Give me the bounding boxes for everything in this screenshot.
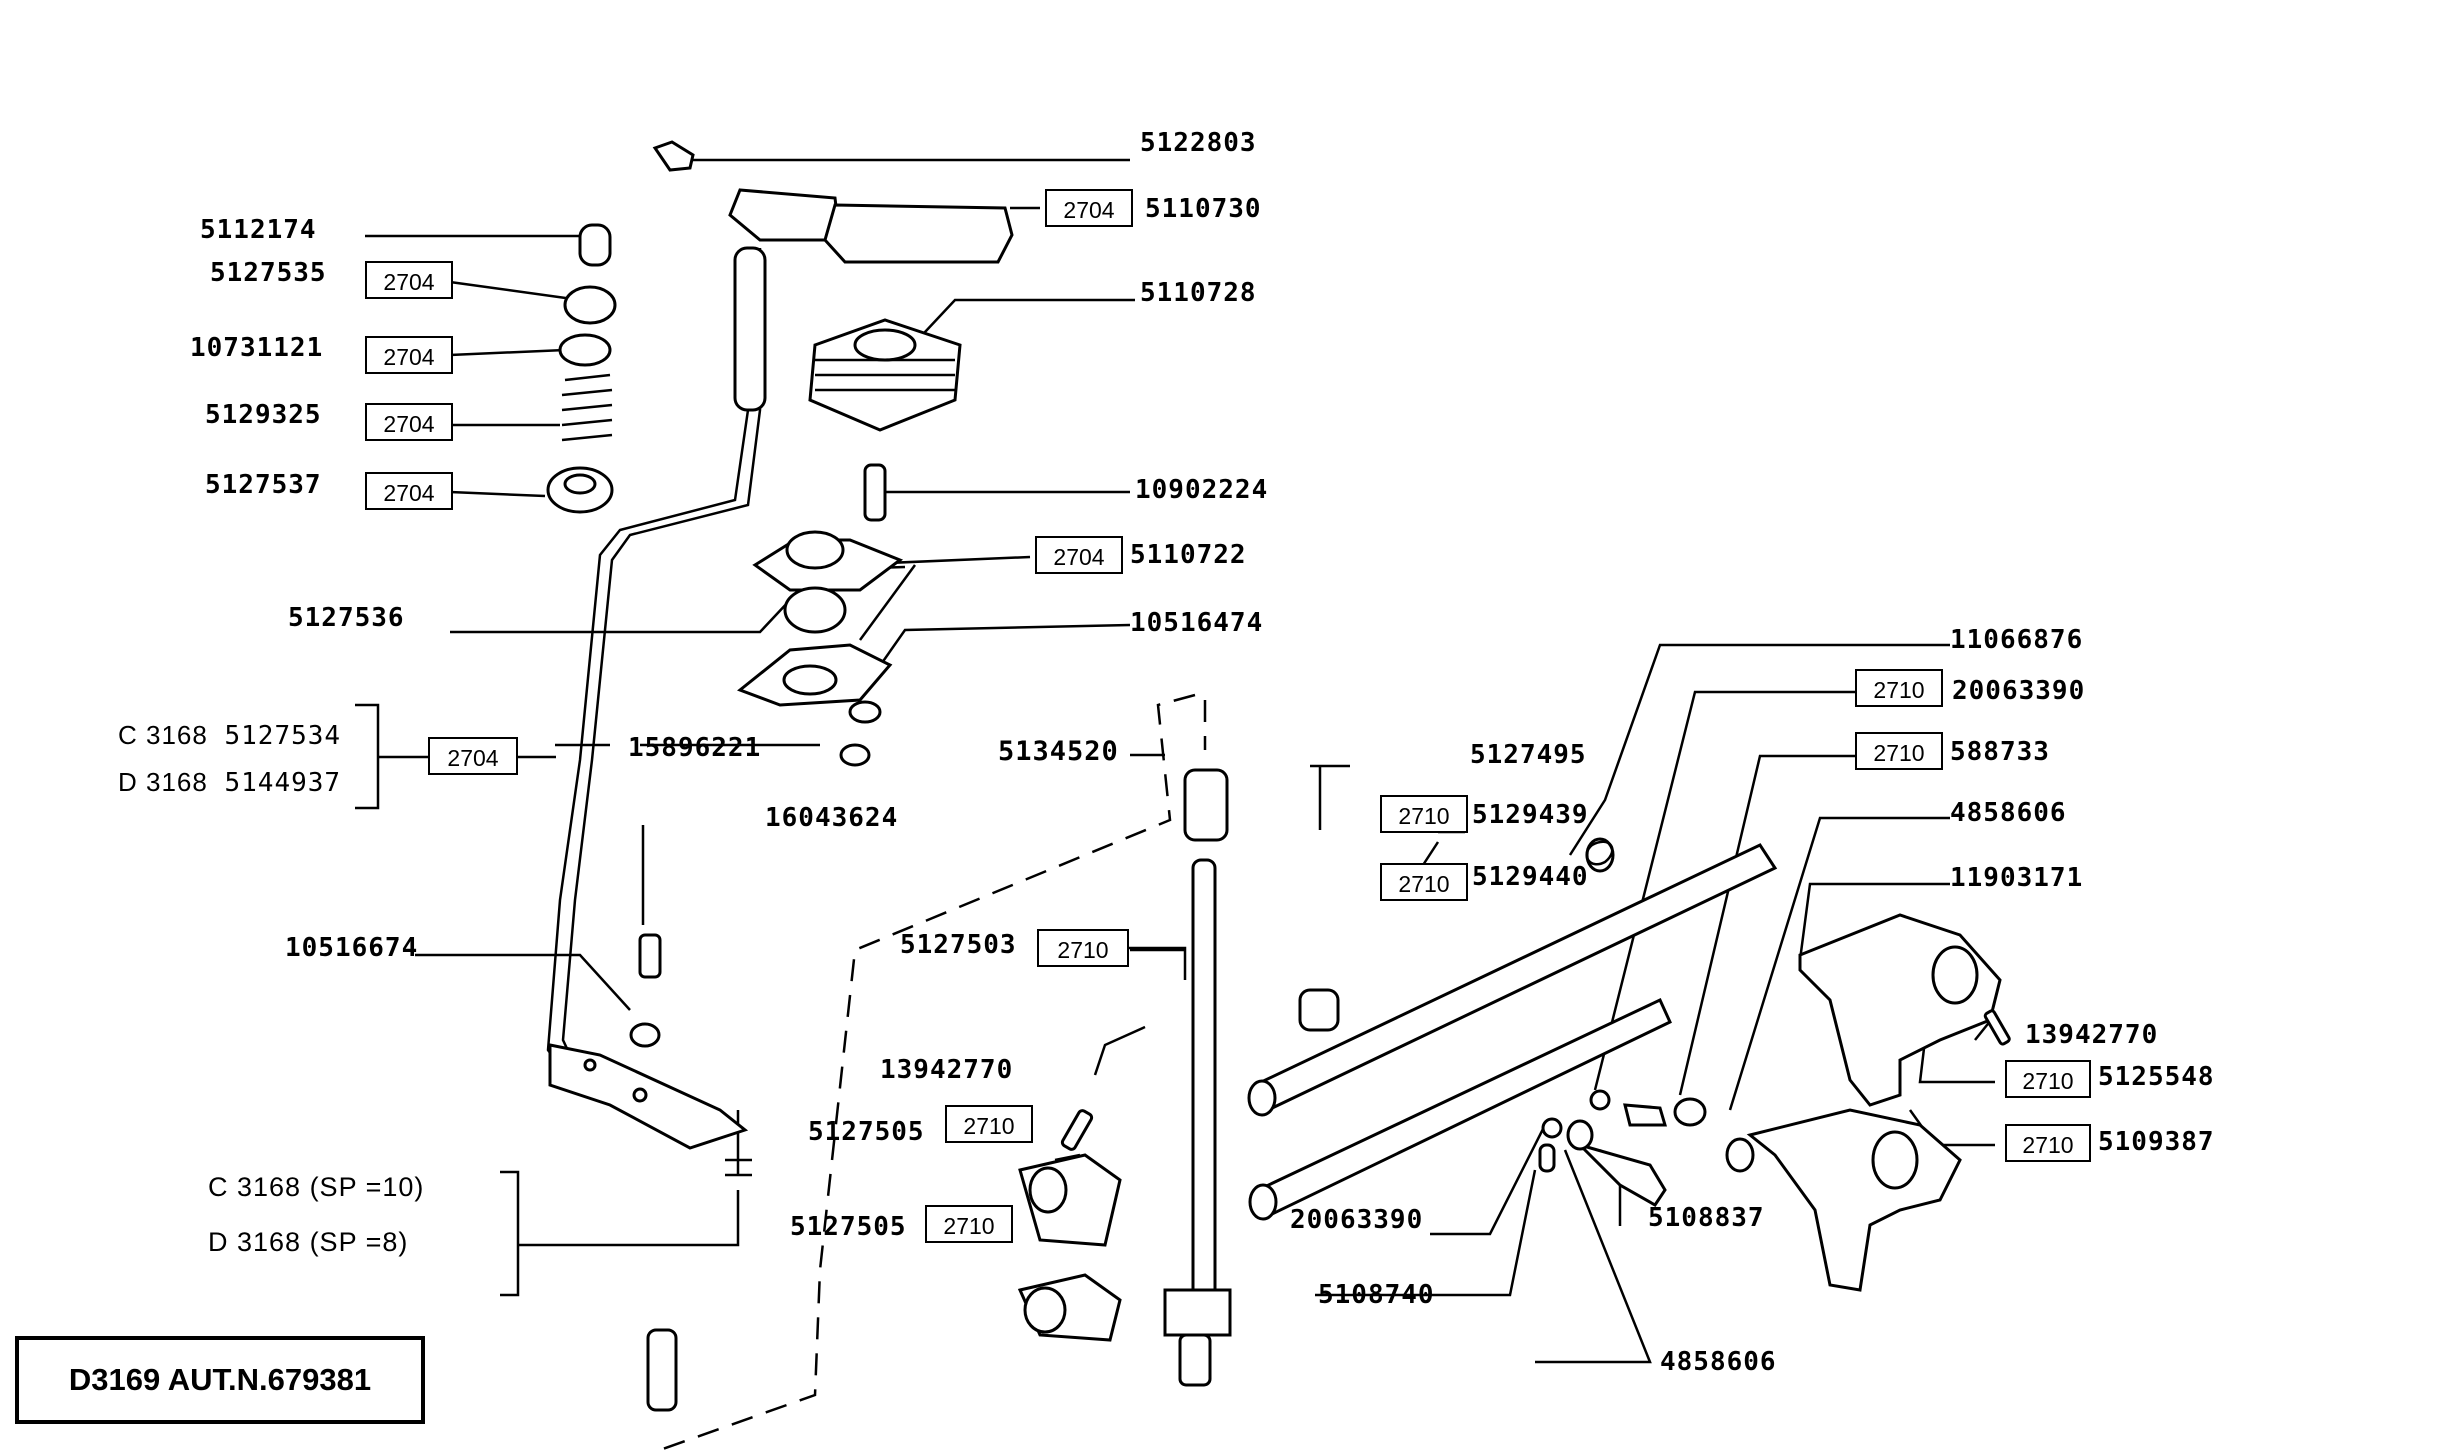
part-5127503: 5127503 (900, 930, 1017, 960)
pivot-assembly (629, 463, 904, 1048)
box-2710: 2710 (945, 1105, 1033, 1143)
selector-shaft (646, 768, 1232, 1412)
knob-assembly (546, 140, 1014, 514)
box-2704: 2704 (365, 336, 453, 374)
box-2710: 2710 (2005, 1060, 2091, 1098)
part-20063390: 20063390 (1952, 676, 2086, 706)
part-16043624: 16043624 (765, 803, 899, 833)
leader-lines (355, 158, 1996, 1364)
part-11903171: 11903171 (1950, 863, 2084, 893)
part-10731121: 10731121 (190, 333, 324, 363)
part-5125548: 5125548 (2098, 1062, 2215, 1092)
box-2710: 2710 (1380, 863, 1468, 901)
part-4858606: 4858606 (1950, 798, 2067, 828)
part-5127535: 5127535 (210, 258, 327, 288)
box-2704: 2704 (365, 472, 453, 510)
variant-d3168-label: D 3168 (118, 767, 208, 797)
gear-lever (546, 246, 767, 1150)
part-13942770: 13942770 (880, 1055, 1014, 1085)
box-2710: 2710 (925, 1205, 1013, 1243)
part-5127495: 5127495 (1470, 740, 1587, 770)
part-5108837: 5108837 (1648, 1203, 1765, 1233)
part-5129440: 5129440 (1472, 862, 1589, 892)
selector-rods (1247, 837, 1778, 1221)
box-2710: 2710 (1037, 929, 1129, 967)
part-5129325: 5129325 (205, 400, 322, 430)
box-2710: 2710 (2005, 1124, 2091, 1162)
part-5110730: 5110730 (1145, 194, 1262, 224)
part-5144937: 5144937 (224, 768, 342, 798)
box-2704: 2704 (1045, 189, 1133, 227)
part-10902224: 10902224 (1135, 475, 1269, 505)
box-2704: 2704 (428, 737, 518, 775)
variant-c3168: C 3168 5127534 (118, 720, 341, 751)
part-10516474: 10516474 (1130, 608, 1264, 638)
dashed-guides (659, 693, 1207, 1452)
part-10516674: 10516674 (285, 933, 419, 963)
box-2710: 2710 (1855, 669, 1943, 707)
detent-parts (1538, 840, 1755, 1207)
box-2704: 2704 (365, 403, 453, 441)
part-13942770: 13942770 (2025, 1020, 2159, 1050)
part-4858606: 4858606 (1660, 1347, 1777, 1377)
variant-d3168: D 3168 5144937 (118, 767, 341, 798)
part-5122803: 5122803 (1140, 128, 1257, 158)
part-5110728: 5110728 (1140, 278, 1257, 308)
part-5127505: 5127505 (790, 1212, 907, 1242)
part-20063390: 20063390 (1290, 1205, 1424, 1235)
box-2710: 2710 (1380, 795, 1468, 833)
part-5129439: 5129439 (1472, 800, 1589, 830)
sp-c3168: C 3168 (SP =10) (208, 1172, 425, 1202)
box-2704: 2704 (365, 261, 453, 299)
part-5127537: 5127537 (205, 470, 322, 500)
part-5109387: 5109387 (2098, 1127, 2215, 1157)
selector-forks (1746, 913, 2011, 1292)
box-2704: 2704 (1035, 536, 1123, 574)
part-11066876: 11066876 (1950, 625, 2084, 655)
part-5127505: 5127505 (808, 1117, 925, 1147)
variant-c3168-label: C 3168 (118, 720, 208, 750)
part-5127536: 5127536 (288, 603, 405, 633)
drawing-reference-title: D3169 AUT.N.679381 (15, 1336, 425, 1424)
part-5127534: 5127534 (224, 721, 342, 751)
sp-d3168: D 3168 (SP =8) (208, 1227, 409, 1257)
part-15896221: 15896221 (628, 733, 762, 763)
part-5108740: 5108740 (1318, 1280, 1435, 1310)
part-588733: 588733 (1950, 737, 2050, 767)
part-5134520: 5134520 (998, 736, 1119, 767)
part-5110722: 5110722 (1130, 540, 1247, 570)
box-2710: 2710 (1855, 732, 1943, 770)
part-5112174: 5112174 (200, 215, 317, 245)
